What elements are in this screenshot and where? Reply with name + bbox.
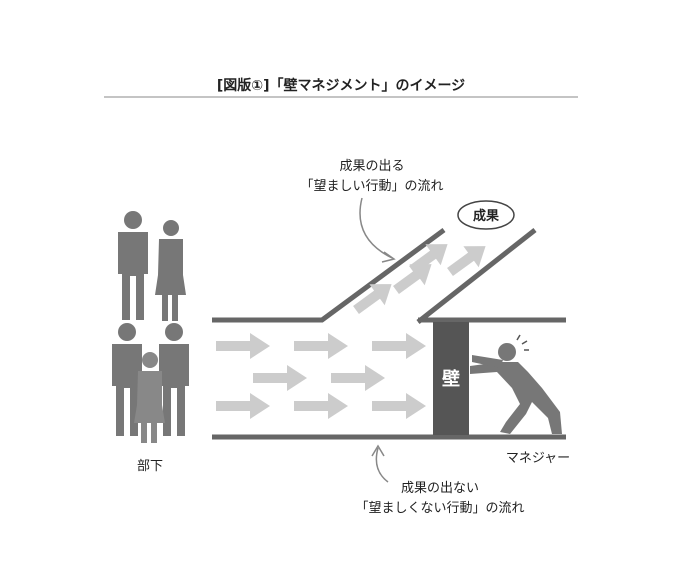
upper-flow-label-line2: 「望ましい行動」の流れ: [300, 178, 443, 194]
subordinates-group: [112, 211, 189, 443]
flow-arrow: [253, 365, 307, 391]
diagonal-flow-arrow: [409, 244, 448, 275]
upper-callout-arrow: [359, 197, 393, 259]
flow-arrow: [294, 393, 348, 419]
lower-callout-arrowhead: [371, 444, 385, 457]
subordinate-figure: [112, 323, 142, 436]
upper-callout-arrowhead: [381, 251, 396, 263]
diagram-title: [図版①]「壁マネジメント」のイメージ: [217, 77, 465, 94]
lower-flow-label-line1: 成果の出ない: [401, 481, 479, 496]
manager-figure: [470, 334, 562, 434]
pipe-upper-wall: [212, 227, 446, 323]
diagonal-flow-arrow: [353, 284, 392, 315]
subordinate-figure: [134, 352, 165, 443]
flow-arrow: [294, 333, 348, 359]
manager-body: [470, 362, 562, 434]
flow-arrow: [372, 333, 426, 359]
flow-arrows: [216, 244, 486, 419]
subordinates-label: 部下: [137, 459, 163, 474]
subordinate-figure: [155, 220, 186, 321]
manager-head: [498, 343, 516, 361]
subordinate-figure: [118, 211, 148, 320]
sweat-drops: [516, 334, 529, 351]
pipe-branch-inner-wall: [416, 228, 537, 324]
lower-flow-label-line2: 「望ましくない行動」の流れ: [355, 500, 524, 516]
flow-arrow: [372, 393, 426, 419]
flow-arrow: [216, 393, 270, 419]
diagonal-flow-arrow: [393, 264, 432, 295]
result-label: 成果: [473, 208, 499, 224]
wall-block: [433, 322, 469, 435]
flow-arrow: [331, 365, 385, 391]
subordinate-figure: [159, 323, 189, 436]
lower-callout-arrow: [375, 447, 389, 483]
result-ellipse: [457, 200, 515, 230]
wall-label: 壁: [442, 368, 460, 390]
pipe: [212, 227, 566, 440]
flow-arrow: [216, 333, 270, 359]
manager-arm: [472, 355, 503, 368]
upper-flow-label-line1: 成果の出る: [339, 159, 404, 174]
diagonal-flow-arrow: [447, 246, 486, 277]
manager-label: マネジャー: [506, 451, 570, 466]
